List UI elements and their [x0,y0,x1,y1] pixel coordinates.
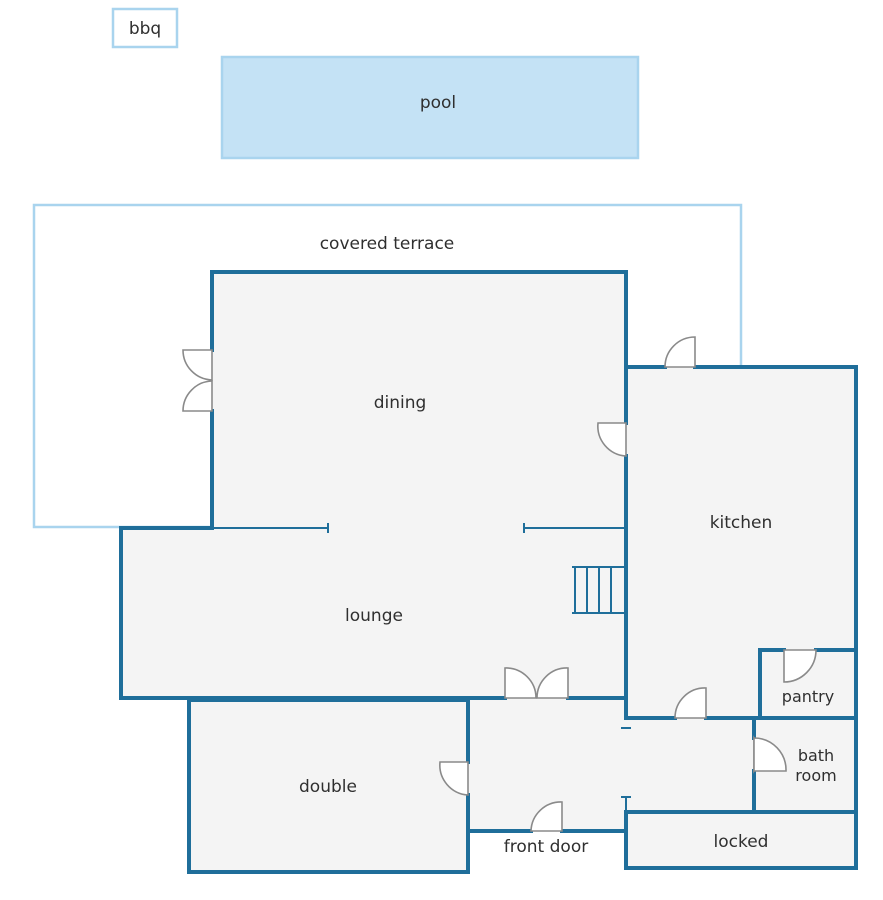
kitchen-label: kitchen [710,513,773,533]
bbq-area: bbq [111,7,179,49]
front-door-label: front door [504,837,588,857]
walls [119,270,858,874]
door-dining-kitchen [597,422,627,457]
door-lounge-hall-right [536,667,569,699]
double-label: double [299,777,357,797]
lounge-label: lounge [345,606,403,626]
stairs [572,566,626,614]
door-double [439,761,469,796]
door-kitchen-terrace [664,336,696,368]
doors [182,336,817,832]
covered-terrace-label: covered terrace [320,234,455,254]
door-dining-left-bottom [182,380,213,412]
bathroom-label-line2: room [795,766,836,785]
locked-label: locked [714,832,769,852]
floor-fill [121,272,856,872]
pool-label: pool [420,93,456,113]
pool-area: pool [220,55,640,160]
dining-label: dining [374,393,427,413]
door-dining-left-top [182,349,213,381]
door-front [530,801,563,832]
door-pantry [783,649,817,683]
door-lounge-hall-left [504,667,537,699]
bathroom-label-line1: bath [798,746,834,765]
pantry-label: pantry [782,687,834,706]
bbq-label: bbq [129,19,161,39]
door-kitchen-hall [674,687,707,719]
covered-terrace: covered terrace [32,203,743,529]
